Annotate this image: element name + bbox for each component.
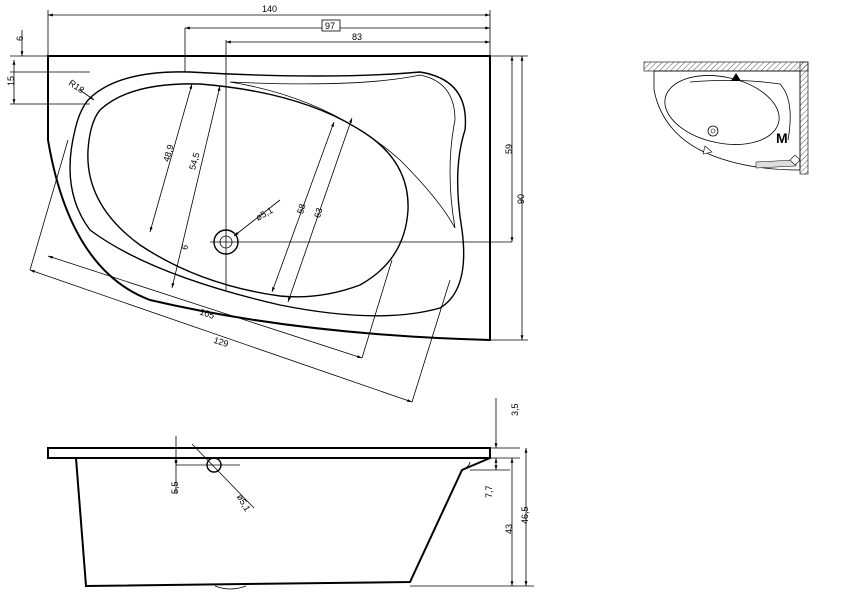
installation-thumbnail: M <box>643 61 809 175</box>
thumb-drain <box>707 125 719 137</box>
dim-rim-side: 15 <box>6 76 16 86</box>
side-rim <box>47 447 491 459</box>
basin-bottom <box>87 83 409 298</box>
top-view: 140 97 83 6 15 R18 48,9 54,5 <box>6 4 528 403</box>
thumb-label: M <box>776 130 788 146</box>
dim-side-overall-height: 46,5 <box>520 506 530 524</box>
dim-drain-diameter: ø5,1 <box>254 205 275 223</box>
side-view: 5,5 ø5,1 3,5 7,7 43 46,5 <box>47 398 534 590</box>
thumb-headrest-marker <box>731 73 741 81</box>
dim-side-rim-thickness: 3,5 <box>510 403 520 416</box>
dim-overall-height: 90 <box>516 194 526 204</box>
dim-side-drain-diameter: ø5,1 <box>235 493 253 514</box>
thumb-basin <box>664 75 780 145</box>
dim-inner-depth-a: 48,9 <box>161 143 175 163</box>
side-body <box>75 457 491 588</box>
dim-right-height: 59 <box>504 144 514 154</box>
dim-side-body-height: 43 <box>504 524 514 534</box>
tub-outer-rim <box>47 55 491 342</box>
dim-inner-len-a: 58 <box>295 203 307 215</box>
thumb-tub-outline <box>653 70 801 171</box>
dim-inner-diag: 105 <box>198 307 215 321</box>
dim-small-offset: 6 <box>179 243 190 251</box>
side-foot <box>214 585 247 590</box>
dim-inner-len-b: 63 <box>312 207 324 219</box>
dim-drain-offset: 83 <box>352 32 362 42</box>
dim-side-step: 7,7 <box>484 485 494 498</box>
dim-inner-depth-b: 54,5 <box>187 151 201 171</box>
basin-outline <box>69 71 467 317</box>
dim-basin-center: 97 <box>325 21 335 31</box>
dim-side-drain-height: 5,5 <box>170 481 180 494</box>
dim-outer-diag: 129 <box>212 335 229 349</box>
dim-overall-width: 140 <box>262 4 277 14</box>
dim-rim-top: 6 <box>15 36 25 41</box>
headrest-curve <box>229 74 456 229</box>
